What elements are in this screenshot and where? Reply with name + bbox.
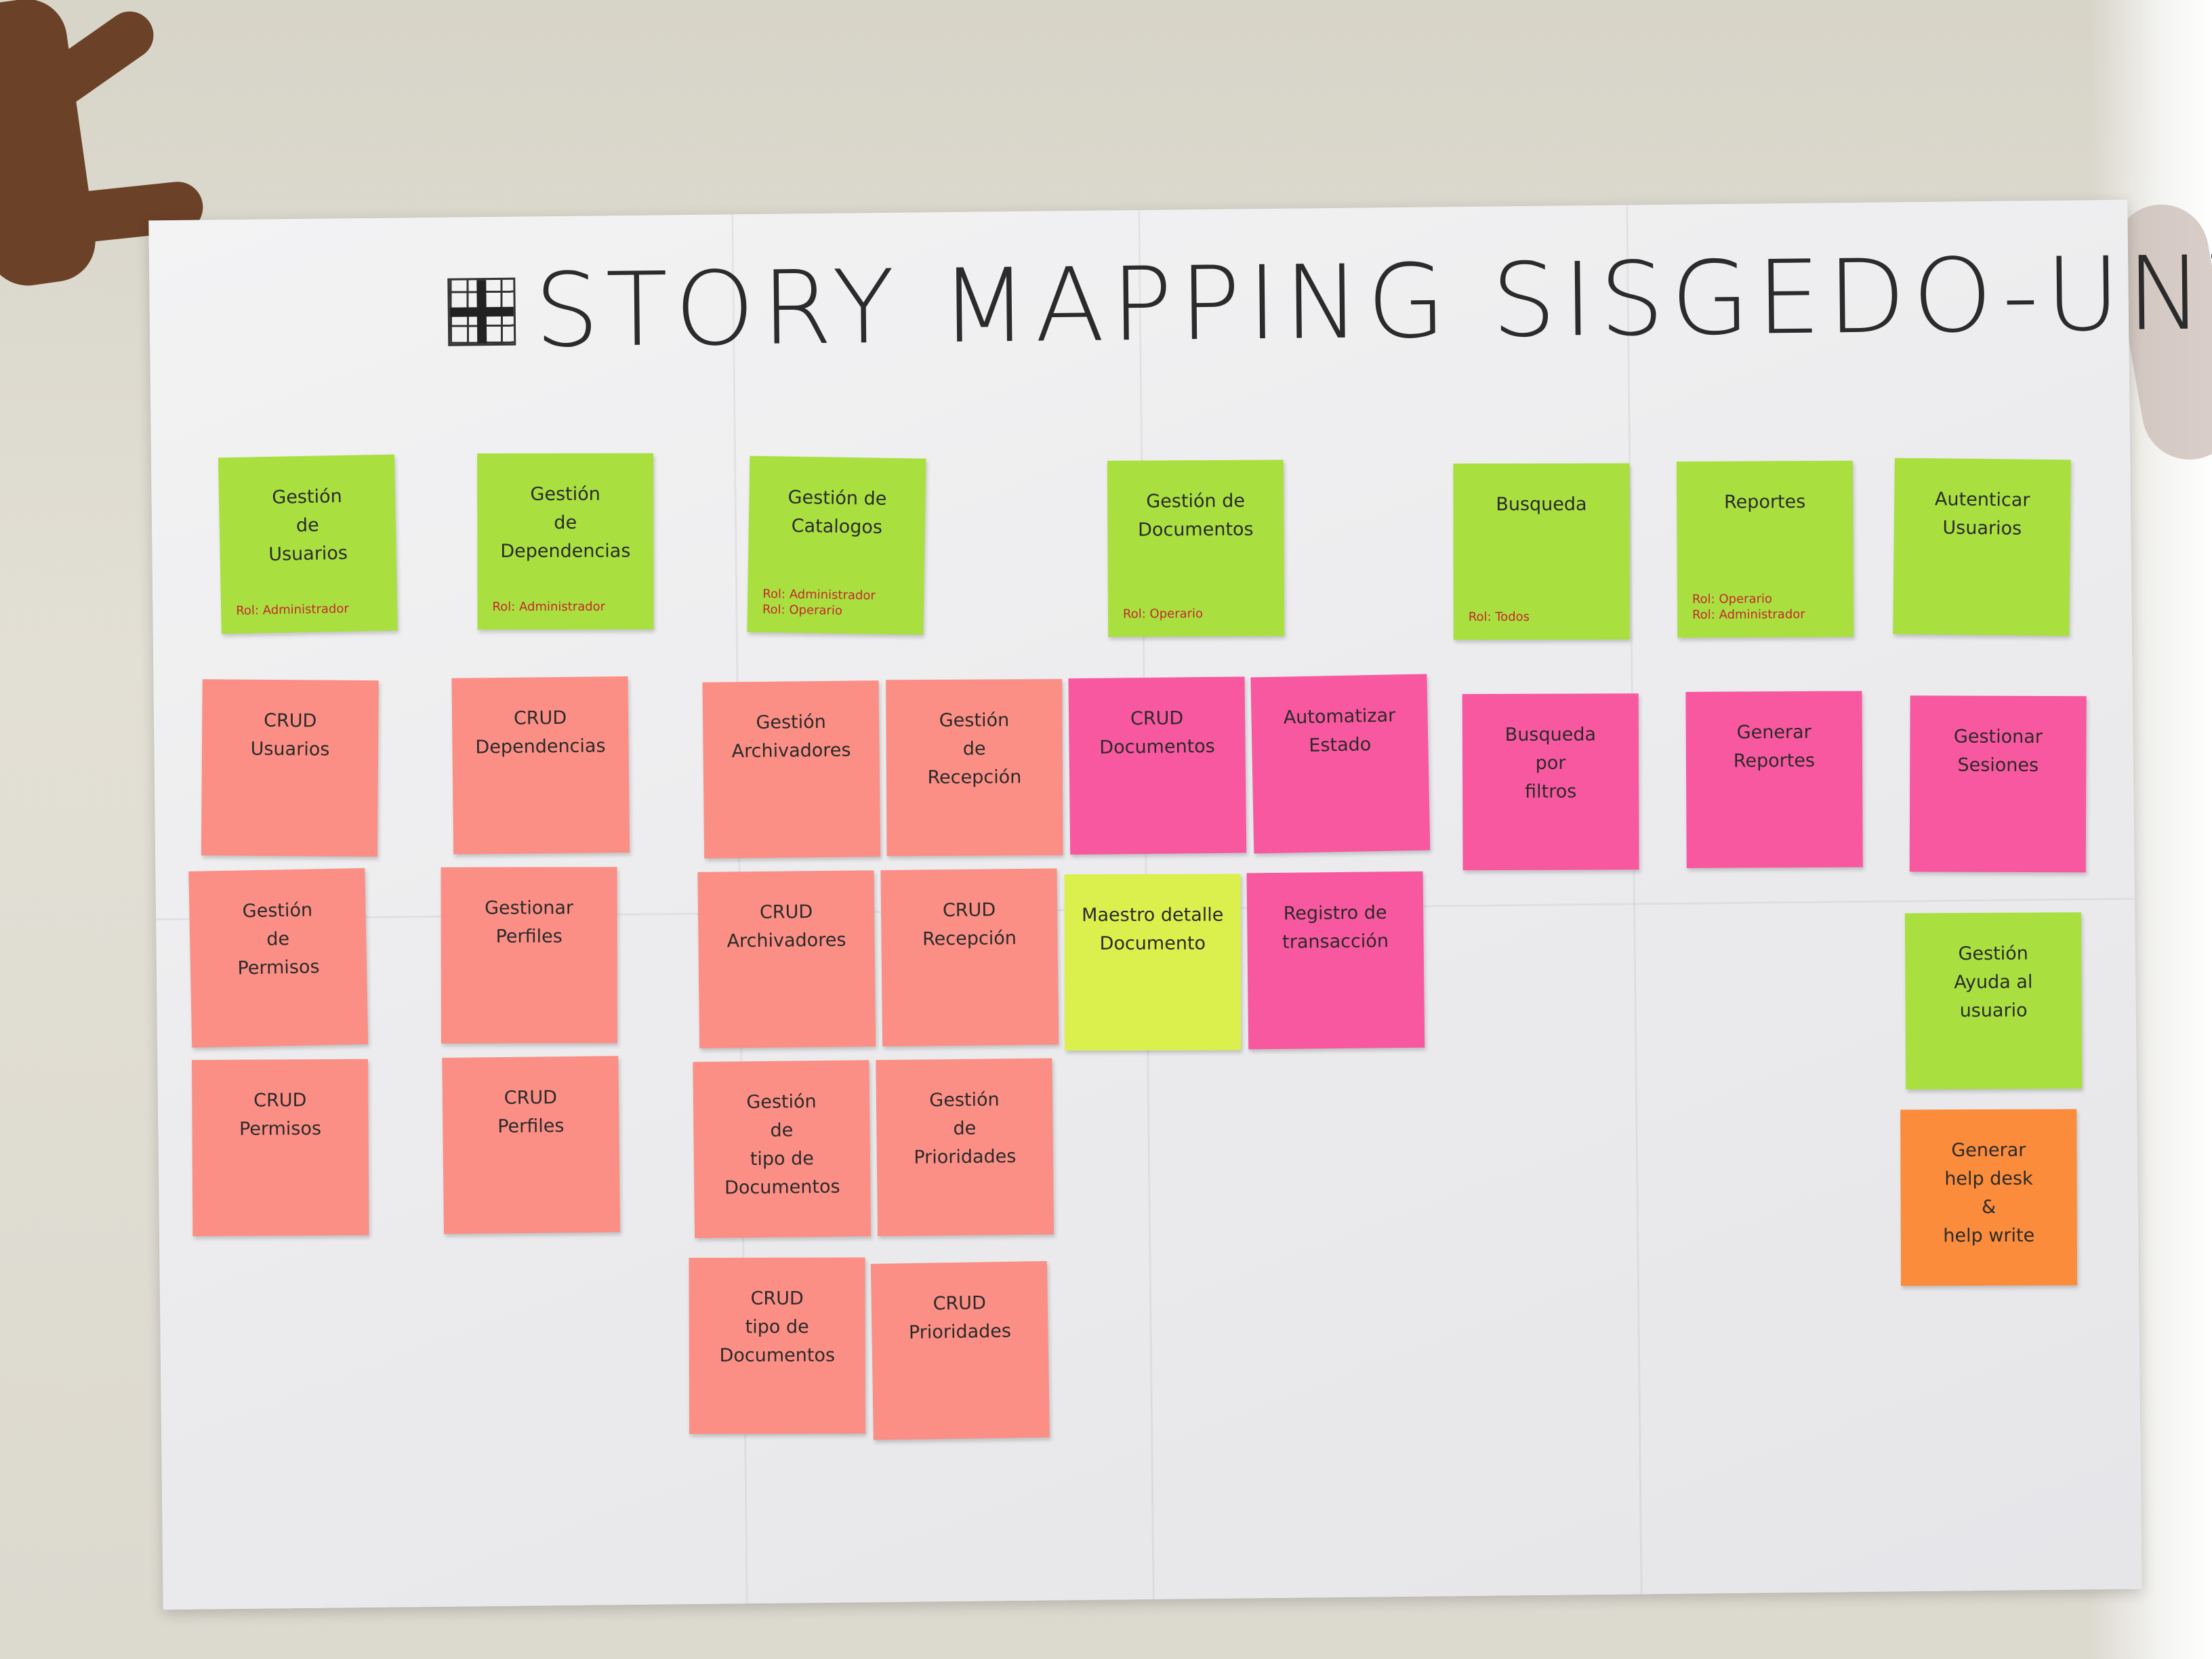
note-label: Gestión Ayuda al usuario <box>1954 943 2033 1021</box>
note-roles: Rol: Operario Rol: Administrador <box>1692 592 1805 622</box>
note-label: Gestión de Prioridades <box>914 1089 1017 1168</box>
note-label: CRUD tipo de Documentos <box>719 1288 836 1366</box>
note-crud-documentos[interactable]: CRUD Documentos <box>1068 676 1247 855</box>
note-label: CRUD Archivadores <box>726 901 846 952</box>
note-gestion-prioridades[interactable]: Gestión de Prioridades <box>876 1058 1054 1237</box>
note-generar-help[interactable]: Generar help desk & help write <box>1900 1109 2078 1286</box>
note-label: Gestión de Recepción <box>927 710 1022 788</box>
note-gestion-documentos[interactable]: Gestión de Documentos Rol: Operario <box>1107 459 1285 637</box>
note-roles: Rol: Administrador Rol: Operario <box>762 587 876 618</box>
board-title: STORY MAPPING SISGEDO-UNT <box>533 234 2212 371</box>
note-roles: Rol: Administrador <box>236 601 349 618</box>
grid-icon <box>447 277 516 346</box>
note-label: Gestionar Sesiones <box>1953 726 2043 776</box>
note-label: Reportes <box>1724 491 1806 513</box>
note-roles: Rol: Administrador <box>492 599 606 614</box>
note-roles: Rol: Operario <box>1122 606 1204 621</box>
note-gestion-archivadores[interactable]: Gestión Archivadores <box>702 680 881 859</box>
note-label: Gestión de tipo de Documentos <box>724 1091 840 1199</box>
note-label: CRUD Perfiles <box>497 1087 565 1137</box>
note-crud-perfiles[interactable]: CRUD Perfiles <box>442 1056 621 1234</box>
note-label: Gestión de Dependencias <box>500 483 631 562</box>
note-roles: Rol: Todos <box>1468 609 1530 624</box>
note-gestionar-sesiones[interactable]: Gestionar Sesiones <box>1909 695 2087 873</box>
note-maestro-detalle[interactable]: Maestro detalle Documento <box>1064 874 1242 1051</box>
note-label: Automatizar Estado <box>1283 705 1396 756</box>
note-label: Autenticar Usuarios <box>1934 489 2030 539</box>
note-label: Registro de transacción <box>1282 902 1389 953</box>
note-label: CRUD Dependencias <box>475 707 606 758</box>
paper-fold <box>1626 205 1643 1595</box>
note-label: Gestión de Catalogos <box>787 487 887 538</box>
note-label: Gestión Archivadores <box>731 711 851 762</box>
note-label: CRUD Permisos <box>239 1090 322 1140</box>
note-crud-tipo-documentos[interactable]: CRUD tipo de Documentos <box>689 1257 866 1434</box>
note-gestion-tipo-documentos[interactable]: Gestión de tipo de Documentos <box>693 1060 872 1238</box>
note-autenticar-usuarios[interactable]: Autenticar Usuarios <box>1893 457 2071 636</box>
board-title-row: STORY MAPPING SISGEDO-UNT <box>447 234 2212 370</box>
story-map-sheet: STORY MAPPING SISGEDO-UNT Gestión de Usu… <box>148 199 2212 1610</box>
note-label: Busqueda por filtros <box>1504 724 1597 802</box>
note-label: Busqueda <box>1496 493 1587 515</box>
note-label: Gestión de Usuarios <box>268 485 348 565</box>
note-gestion-permisos[interactable]: Gestión de Permisos <box>188 867 369 1048</box>
note-busqueda[interactable]: Busqueda Rol: Todos <box>1453 463 1630 640</box>
note-gestion-usuarios[interactable]: Gestión de Usuarios Rol: Administrador <box>218 454 398 634</box>
note-busqueda-filtros[interactable]: Busqueda por filtros <box>1462 693 1639 871</box>
note-label: Gestión de Permisos <box>237 899 320 979</box>
note-gestionar-perfiles[interactable]: Gestionar Perfiles <box>441 867 617 1044</box>
note-crud-usuarios[interactable]: CRUD Usuarios <box>201 679 379 857</box>
note-crud-archivadores[interactable]: CRUD Archivadores <box>697 870 876 1048</box>
note-crud-permisos[interactable]: CRUD Permisos <box>192 1059 369 1237</box>
note-gestion-catalogos[interactable]: Gestión de Catalogos Rol: Administrador … <box>747 455 926 635</box>
note-label: Gestionar Perfiles <box>485 897 574 947</box>
note-reportes[interactable]: Reportes Rol: Operario Rol: Administrado… <box>1676 460 1854 638</box>
note-automatizar-estado[interactable]: Automatizar Estado <box>1250 674 1431 854</box>
note-generar-reportes[interactable]: Generar Reportes <box>1685 691 1863 868</box>
note-label: CRUD Usuarios <box>250 710 330 760</box>
note-label: CRUD Prioridades <box>908 1292 1012 1343</box>
note-roles <box>1908 619 2054 621</box>
note-crud-dependencias[interactable]: CRUD Dependencias <box>451 676 630 855</box>
note-crud-prioridades[interactable]: CRUD Prioridades <box>870 1261 1050 1440</box>
note-label: CRUD Recepción <box>922 899 1017 950</box>
note-gestion-ayuda[interactable]: Gestión Ayuda al usuario <box>1904 912 2083 1090</box>
note-registro-transaccion[interactable]: Registro de transacción <box>1246 871 1425 1050</box>
note-label: Generar Reportes <box>1733 721 1816 772</box>
note-label: Generar help desk & help write <box>1943 1139 2035 1246</box>
note-label: CRUD Documentos <box>1099 708 1215 758</box>
note-label: Gestión de Documentos <box>1138 490 1254 541</box>
note-label: Maestro detalle Documento <box>1082 904 1224 954</box>
note-gestion-dependencias[interactable]: Gestión de Dependencias Rol: Administrad… <box>477 453 654 630</box>
note-gestion-recepcion[interactable]: Gestión de Recepción <box>886 678 1063 857</box>
note-crud-recepcion[interactable]: CRUD Recepción <box>880 868 1059 1047</box>
